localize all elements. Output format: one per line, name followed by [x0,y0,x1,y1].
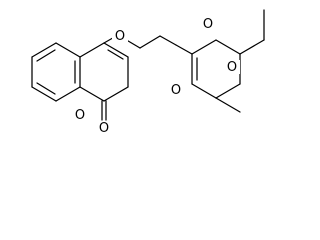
ether-oxygen-left: O [115,29,125,44]
atom-bg [72,108,88,122]
atom-bg [96,121,112,135]
atom-bg [200,17,216,31]
bond [31,42,57,58]
bond [215,83,241,99]
bond [139,35,161,49]
bond [215,39,241,55]
bond [215,97,241,113]
left-pyrone-ring [79,42,129,121]
bond [79,42,105,58]
ether-oxygen-right: O [171,83,181,98]
molecule-drawing: O O O O O O [31,9,265,136]
structure-canvas: O O O O O O [31,9,265,136]
carbonyl-oxygen-right: O [203,17,213,32]
bond [239,39,265,55]
right-pyrone-ring [175,39,241,113]
right-benzene-ring [239,9,265,55]
bond [159,35,177,46]
carbonyl-oxygen-left: O [99,121,109,136]
bond [103,86,129,102]
double-bond-inner [107,49,124,60]
bond [55,42,81,58]
left-benzene-ring [31,42,81,102]
ring-oxygen-right: O [227,60,237,75]
bond [191,39,217,55]
bond [79,86,105,102]
bond [55,86,81,102]
double-bond-inner [36,49,56,62]
atom-labels: O O O O O O [72,17,240,136]
bond [103,42,129,58]
atom-bg [168,83,184,97]
bond [175,44,193,55]
double-bond-inner [36,82,56,95]
bond [31,86,57,102]
atom-bg [224,60,240,74]
ring-oxygen-left: O [75,108,85,123]
atom-bg [112,29,128,43]
bond [191,83,217,99]
